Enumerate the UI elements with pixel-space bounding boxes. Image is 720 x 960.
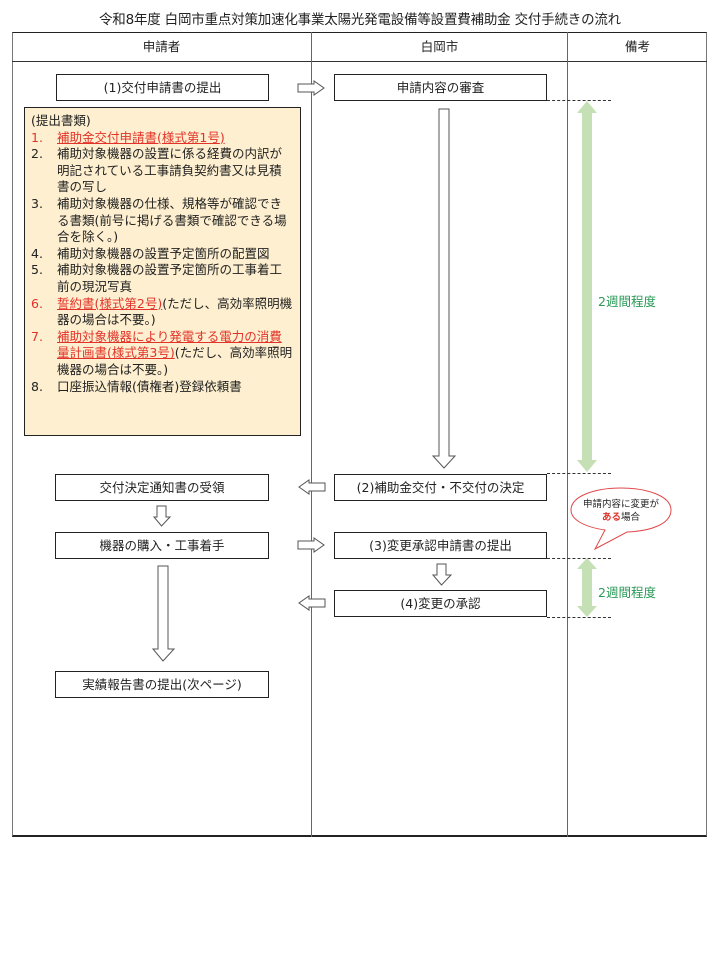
document-number: 4.: [31, 245, 43, 261]
duration-label-1: 2週間程度: [598, 294, 656, 309]
speech-bubble-icon: [570, 487, 672, 551]
right-arrow-icon: [297, 80, 325, 96]
document-text: 補助対象機器の設置予定箇所の配置図: [57, 246, 294, 263]
column-header-applicant: 申請者: [142, 39, 181, 54]
duration-double-arrow-icon: [577, 101, 597, 472]
step3-change-application: (3)変更承認申請書の提出: [334, 532, 547, 559]
step2-grant-decision: (2)補助金交付・不交付の決定: [334, 474, 547, 501]
left-arrow-icon: [298, 595, 326, 611]
down-arrow-icon: [151, 565, 176, 662]
document-text: 補助金交付申請書(様式第1号): [57, 130, 294, 147]
duration-label-2: 2週間程度: [598, 585, 656, 600]
document-item: 8. 口座振込情報(債権者)登録依頼書: [31, 379, 294, 396]
bubble-note: 申請内容に変更が ある場合: [571, 498, 671, 524]
bubble-rest: 場合: [621, 512, 641, 523]
page-title: 令和8年度 白岡市重点対策加速化事業太陽光発電設備等設置費補助金 交付手続きの流…: [99, 12, 621, 28]
document-form-name: 誓約書(様式第2号): [57, 295, 163, 311]
column-divider-2: [567, 32, 568, 837]
document-item: 5. 補助対象機器の設置予定箇所の工事着工前の現況写真: [31, 262, 294, 295]
document-number: 1.: [31, 129, 43, 145]
document-text: 補助対象機器の仕様、規格等が確認できる書類(前号に掲げる書類で確認できる場合を除…: [57, 196, 294, 246]
bubble-emphasis: ある: [601, 512, 621, 523]
purchase-and-start-work: 機器の購入・工事着手: [55, 532, 269, 559]
document-description: 補助対象機器の設置予定箇所の配置図: [57, 245, 270, 261]
document-text: 補助対象機器の設置予定箇所の工事着工前の現況写真: [57, 262, 294, 295]
bubble-line-2: ある場合: [571, 511, 671, 524]
document-number: 6.: [31, 295, 43, 311]
document-item: 7. 補助対象機器により発電する電力の消費量計画書(様式第3号)(ただし、高効率照…: [31, 329, 294, 379]
document-text: 誓約書(様式第2号)(ただし、高効率照明機器の場合は不要。): [57, 296, 294, 329]
document-description: 補助対象機器の設置予定箇所の工事着工前の現況写真: [57, 262, 283, 294]
flow-table: [12, 32, 707, 837]
document-item: 2. 補助対象機器の設置に係る経費の内訳が明記されている工事請負契約書又は見積書の…: [31, 146, 294, 196]
document-text: 補助対象機器により発電する電力の消費量計画書(様式第3号)(ただし、高効率照明機…: [57, 329, 294, 379]
right-arrow-icon: [297, 537, 325, 553]
document-number: 8.: [31, 378, 43, 394]
document-number: 5.: [31, 262, 43, 278]
header-divider: [12, 61, 707, 62]
document-form-name: 補助対象機器により発電する電力の消費量計画書(様式第3号): [57, 328, 282, 361]
column-header-city: 白岡市: [420, 39, 459, 54]
document-number: 3.: [31, 195, 43, 211]
document-number: 7.: [31, 328, 43, 344]
dashed-guide-4: [547, 617, 611, 618]
receive-grant-notice: 交付決定通知書の受領: [55, 474, 269, 501]
document-text: 補助対象機器の設置に係る経費の内訳が明記されている工事請負契約書又は見積書の写し: [57, 146, 294, 196]
down-arrow-icon: [431, 563, 453, 586]
column-header-remarks: 備考: [624, 39, 650, 54]
document-description: (ただし、高効率照明機器の場合は不要。): [57, 345, 293, 377]
left-arrow-icon: [298, 479, 326, 495]
duration-double-arrow-icon: [577, 558, 597, 617]
document-description: 補助対象機器の仕様、規格等が確認できる書類(前号に掲げる書類で確認できる場合を除…: [57, 195, 287, 245]
review-application: 申請内容の審査: [334, 74, 547, 101]
down-arrow-icon: [431, 108, 457, 469]
dashed-guide-2: [547, 473, 611, 474]
document-description: (ただし、高効率照明機器の場合は不要。): [57, 295, 293, 328]
document-number: 2.: [31, 146, 43, 162]
document-description: 口座振込情報(債権者)登録依頼書: [57, 378, 242, 394]
submit-performance-report: 実績報告書の提出(次ページ): [55, 671, 269, 698]
documents-heading: (提出書類): [31, 113, 91, 128]
down-arrow-icon: [152, 505, 172, 527]
dashed-guide-3: [547, 558, 611, 559]
required-documents-box: (提出書類) 1. 補助金交付申請書(様式第1号) 2. 補助対象機器の設置に係る経費…: [24, 107, 301, 436]
document-item: 3. 補助対象機器の仕様、規格等が確認できる書類(前号に掲げる書類で確認できる場合…: [31, 196, 294, 246]
document-item: 6. 誓約書(様式第2号)(ただし、高効率照明機器の場合は不要。): [31, 296, 294, 329]
step1-submit-application: (1)交付申請書の提出: [56, 74, 269, 101]
dashed-guide-1: [547, 100, 611, 101]
document-form-name: 補助金交付申請書(様式第1号): [57, 129, 225, 145]
bubble-line-1: 申請内容に変更が: [582, 499, 659, 510]
step4-change-approval: (4)変更の承認: [334, 590, 547, 617]
document-item: 4. 補助対象機器の設置予定箇所の配置図: [31, 246, 294, 263]
document-description: 補助対象機器の設置に係る経費の内訳が明記されている工事請負契約書又は見積書の写し: [57, 146, 283, 195]
document-item: 1. 補助金交付申請書(様式第1号): [31, 130, 294, 147]
documents-list: 1. 補助金交付申請書(様式第1号) 2. 補助対象機器の設置に係る経費の内訳が明記さ…: [31, 130, 294, 396]
document-text: 口座振込情報(債権者)登録依頼書: [57, 379, 294, 396]
column-divider-1: [311, 32, 312, 837]
